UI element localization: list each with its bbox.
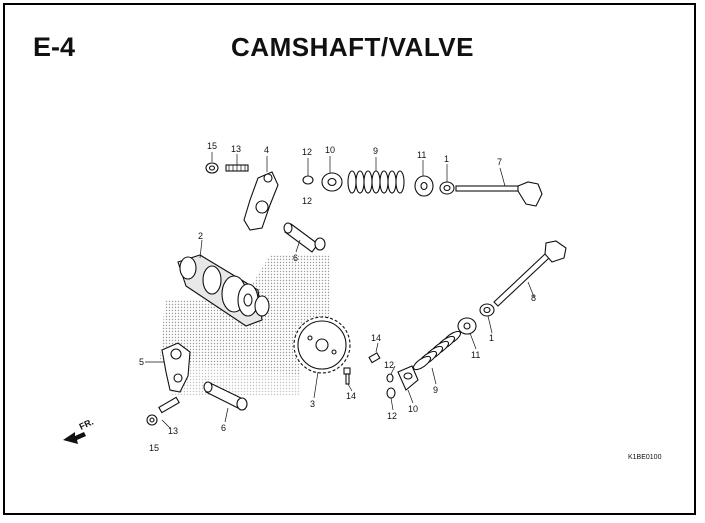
valve-cotter-part-12-lower [386,373,396,399]
cam-sprocket-part-3 [293,316,351,374]
callout-12: 12 [384,360,394,370]
callout-12: 12 [302,196,312,206]
page-frame [3,3,696,515]
callout-10: 10 [325,145,335,155]
callout-1: 1 [489,333,494,343]
valve-spring-part-9-upper [347,170,405,194]
valve-part-8 [493,240,567,307]
rocker-shaft-part-6-lower [203,381,248,411]
callout-7: 7 [497,157,502,167]
section-code: E-4 [33,32,76,62]
valve-spring-part-9-lower [412,330,462,371]
callout-2: 2 [198,231,203,241]
spring-seat-part-11-upper [414,175,434,197]
stem-seal-part-1-lower [479,303,495,317]
stem-seal-part-1-upper [439,181,455,195]
callout-9: 9 [433,385,438,395]
callout-15: 15 [149,443,159,453]
callout-13: 13 [168,426,178,436]
callout-1: 1 [444,154,449,164]
callout-10: 10 [408,404,418,414]
callout-14: 14 [346,391,356,401]
callout-3: 3 [310,399,315,409]
shading-area [160,300,300,375]
bolt-part-14-upper [368,352,381,364]
callout-8: 8 [531,293,536,303]
arrow-icon [63,432,86,444]
callout-12: 12 [387,411,397,421]
camshaft-part-2 [177,254,270,327]
valve-cotter-part-12-upper [302,175,314,185]
drawing-reference-code: K1BE0100 [628,454,662,461]
spring-seat-part-11-lower [457,317,477,335]
callout-14: 14 [371,333,381,343]
fr-label: FR. [78,417,95,432]
adjusting-screw-part-13-lower [158,396,180,414]
front-direction-marker: FR. [63,417,95,444]
spring-retainer-part-10-lower [397,365,419,391]
callout-12: 12 [302,147,312,157]
page-title: CAMSHAFT/VALVE [231,32,474,62]
callout-6: 6 [293,253,298,263]
valve-part-7 [455,181,543,207]
nut-part-15-upper [205,162,219,174]
callout-11: 11 [471,350,480,360]
callout-15: 15 [207,141,217,151]
adjusting-screw-part-13-upper [225,164,249,172]
callout-13: 13 [231,144,241,154]
rocker-arm-part-4 [243,171,279,231]
spring-retainer-part-10-upper [321,172,343,192]
rocker-arm-part-5 [161,342,191,393]
callout-6: 6 [221,423,226,433]
bolt-part-14-lower [343,367,351,385]
callout-11: 11 [417,150,426,160]
callout-4: 4 [264,145,269,155]
nut-part-15-lower [146,414,158,426]
callout-5: 5 [139,357,144,367]
shading-area [170,360,300,395]
rocker-shaft-part-6-upper [283,222,326,253]
callout-9: 9 [373,146,378,156]
